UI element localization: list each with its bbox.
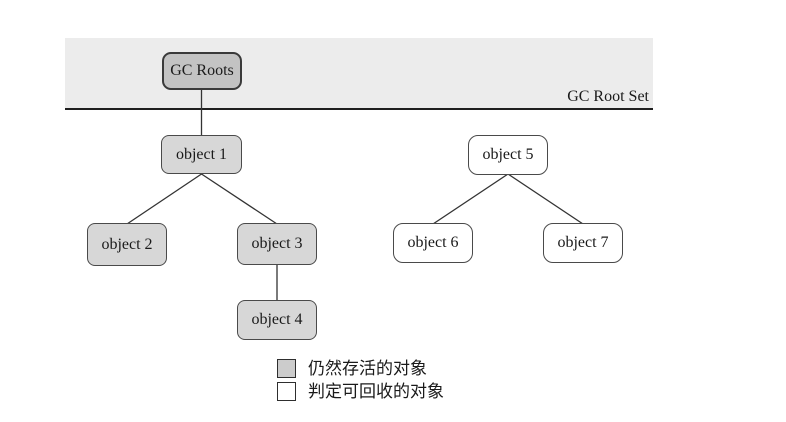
node-object-2: object 2 <box>87 223 167 266</box>
node-object-4: object 4 <box>237 300 317 340</box>
gc-root-set-label: GC Root Set <box>567 88 649 105</box>
node-object-3: object 3 <box>237 223 317 265</box>
legend-label-recyclable: 判定可回收的对象 <box>308 382 444 401</box>
node-object-6: object 6 <box>393 223 473 263</box>
node-object-5: object 5 <box>468 135 548 175</box>
edge-object1-object2 <box>126 173 202 225</box>
gc-root-set-banner: GC Root Set <box>65 38 653 110</box>
legend-row-alive: 仍然存活的对象 <box>277 359 444 378</box>
edge-object5-object6 <box>432 173 509 225</box>
legend-swatch-alive-icon <box>277 359 296 378</box>
legend-row-recyclable: 判定可回收的对象 <box>277 382 444 401</box>
node-object-1: object 1 <box>161 135 242 174</box>
node-gc-roots: GC Roots <box>162 52 242 90</box>
legend: 仍然存活的对象 判定可回收的对象 <box>277 359 444 401</box>
edge-object1-object3 <box>201 173 278 225</box>
legend-label-alive: 仍然存活的对象 <box>308 359 427 378</box>
edge-object5-object7 <box>507 173 584 225</box>
legend-swatch-recyclable-icon <box>277 382 296 401</box>
node-object-7: object 7 <box>543 223 623 263</box>
